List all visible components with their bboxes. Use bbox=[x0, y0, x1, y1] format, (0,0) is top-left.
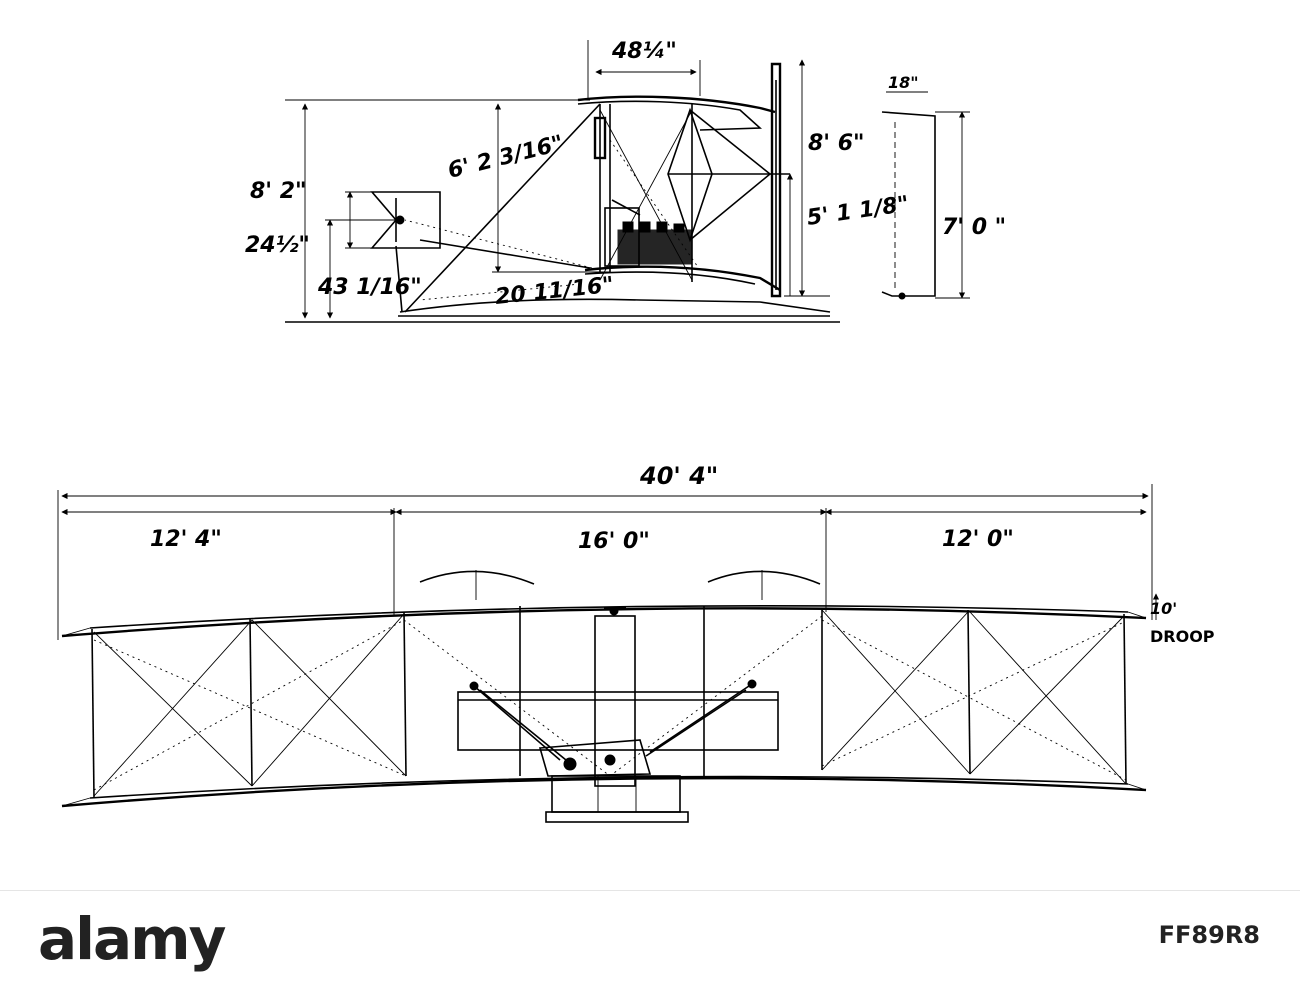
dim-43-1-16: 43 1/16" bbox=[317, 275, 422, 300]
alamy-logo: alamy bbox=[38, 905, 226, 973]
dim-center-section: 16' 0" bbox=[578, 529, 650, 554]
dim-right-section: 12' 0" bbox=[942, 527, 1014, 552]
front-view: 40' 4" 12' 4" 16' 0" 12' 0" 10' DROOP bbox=[57, 462, 1215, 823]
dim-8-6: 8' 6" bbox=[808, 131, 864, 156]
side-view: 48¼" 18" 8' 2" 6' 2 3/16" 8' 6" 5' 1 1/8… bbox=[245, 39, 1006, 323]
upper-wing-front bbox=[61, 604, 1147, 638]
upper-wing bbox=[577, 95, 776, 114]
dim-span-total: 40' 4" bbox=[639, 462, 718, 490]
dotted-bracing bbox=[93, 615, 1127, 791]
watermark-footer: alamy FF89R8 bbox=[0, 890, 1300, 981]
image-id: FF89R8 bbox=[1158, 921, 1260, 949]
left-propeller-arc bbox=[419, 570, 535, 585]
dim-8-2: 8' 2" bbox=[250, 179, 306, 204]
engine bbox=[604, 199, 693, 267]
rear-rudder bbox=[881, 111, 936, 300]
right-propeller-arc bbox=[707, 570, 821, 585]
dim-left-section: 12' 4" bbox=[150, 527, 222, 552]
dim-droop-value: 10' bbox=[1150, 599, 1177, 618]
skid bbox=[399, 298, 831, 313]
dim-6-2-3-16: 6' 2 3/16" bbox=[445, 131, 566, 184]
lower-wing bbox=[584, 265, 781, 292]
wing-cross-bracing bbox=[93, 609, 1127, 797]
center-section bbox=[457, 606, 779, 823]
dim-20-11-16: 20 11/16" bbox=[494, 273, 615, 310]
elevator-outrigger-top bbox=[404, 103, 601, 313]
droop-label: DROOP bbox=[1150, 627, 1215, 646]
dim-24-half: 24½" bbox=[245, 233, 310, 258]
dim-18: 18" bbox=[888, 73, 919, 92]
interplane-struts bbox=[91, 608, 1127, 799]
lower-wing-front bbox=[61, 775, 1147, 808]
wright-flyer-drawing: 48¼" 18" 8' 2" 6' 2 3/16" 8' 6" 5' 1 1/8… bbox=[57, 39, 1215, 823]
dim-7-0: 7' 0 " bbox=[942, 215, 1006, 240]
radiator bbox=[593, 116, 607, 160]
dim-48-quarter: 48¼" bbox=[611, 39, 677, 64]
propeller-side bbox=[770, 62, 782, 298]
